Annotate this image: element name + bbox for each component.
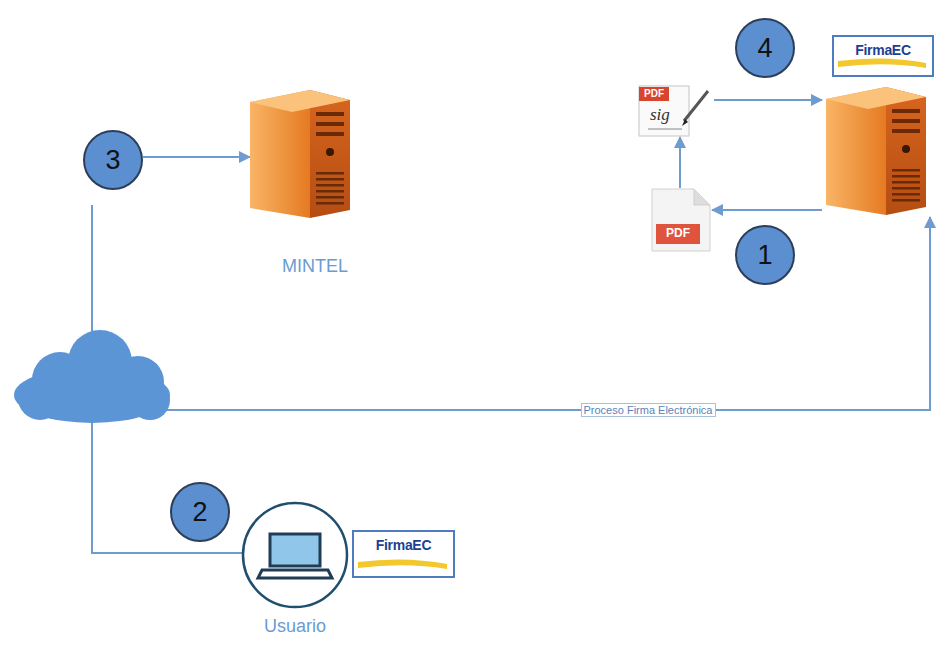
- server-graphic: [250, 86, 380, 226]
- callout-circle: 4: [735, 18, 795, 78]
- server-icon: [826, 87, 926, 215]
- logo-text: FirmaEC: [376, 537, 431, 553]
- firmaec-server: FirmaEC: [822, 35, 934, 217]
- pen: [684, 91, 708, 121]
- connector-arrow: [92, 217, 930, 553]
- signature-text: sig: [650, 105, 670, 125]
- firmaec-logo-box: FirmaEC: [352, 530, 455, 578]
- logo-text: FirmaEC: [855, 42, 910, 58]
- user-label: Usuario: [264, 616, 326, 636]
- callout-number: 2: [192, 497, 207, 528]
- callout-number: 4: [757, 33, 772, 64]
- pdf-tag: PDF: [656, 226, 700, 240]
- network-line: [91, 205, 93, 345]
- pdf-document: PDF: [648, 188, 712, 252]
- server-label: MINTEL: [282, 256, 348, 276]
- firmaec-logo: FirmaEC: [352, 530, 455, 578]
- cloud-symbol: [14, 330, 170, 423]
- firmaec-logo: FirmaEC: [832, 35, 934, 77]
- signed-pdf: PDF sig: [636, 85, 714, 137]
- edge-label: Proceso Firma Electrónica: [581, 403, 716, 417]
- connector-arrow: [143, 156, 250, 158]
- callout-number: 1: [757, 240, 772, 271]
- server-icon: [250, 90, 350, 218]
- pdf-page: [648, 188, 712, 252]
- callout-circle: 3: [83, 130, 143, 190]
- callout-circle: 2: [170, 482, 230, 542]
- callout-circle: 1: [735, 225, 795, 285]
- connector-arrow: [714, 99, 822, 101]
- callout-number: 3: [105, 145, 120, 176]
- pdf-tag: PDF: [639, 88, 669, 99]
- mintel-server: MINTEL: [250, 86, 380, 282]
- connector-arrow: [712, 209, 822, 211]
- user-laptop: Usuario: [240, 500, 350, 645]
- connector-arrow: [679, 137, 681, 188]
- server-graphic: [822, 85, 934, 220]
- laptop-icon: [240, 500, 350, 610]
